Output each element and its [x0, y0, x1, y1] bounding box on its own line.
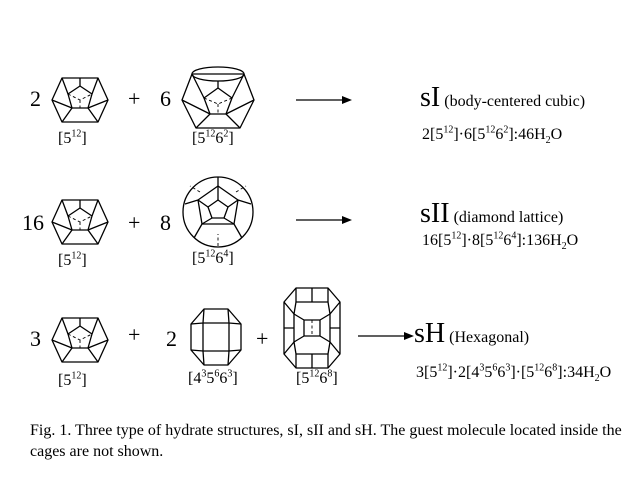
cage-label-512: [512] — [58, 250, 87, 269]
icosahedron-cage-icon — [283, 287, 341, 369]
plus-sign: + — [128, 322, 141, 347]
coefficient-6: 6 — [160, 86, 171, 111]
structure-title-sh: sH (Hexagonal) — [414, 318, 530, 349]
irregular-dodecahedron-cage-icon — [190, 308, 242, 366]
cage-label-51264: [51264] — [192, 248, 234, 267]
plus-sign: + — [256, 326, 269, 351]
pentagonal-dodecahedron-cage-icon — [51, 199, 109, 245]
coefficient-2-small-cage: 2 — [166, 326, 177, 351]
cage-label-435663: [435663] — [188, 368, 238, 387]
pentagonal-dodecahedron-cage-icon — [51, 317, 109, 363]
formula-si: 2[512]·6[51262]:46H2O — [422, 124, 563, 147]
plus-sign: + — [128, 210, 141, 235]
coefficient-8: 8 — [160, 210, 171, 235]
hexakaidecahedron-cage-icon — [182, 176, 254, 248]
coefficient-3: 3 — [30, 326, 41, 351]
plus-sign: + — [128, 86, 141, 111]
cage-label-51262: [51262] — [192, 128, 234, 147]
structure-title-sii: sII (diamond lattice) — [420, 198, 564, 229]
figure-caption: Fig. 1. Three type of hydrate structures… — [30, 422, 622, 460]
tetrakaidecahedron-cage-icon — [181, 66, 255, 129]
reaction-arrow — [358, 332, 414, 340]
reaction-arrow — [296, 96, 352, 104]
structure-title-si: sI (body-centered cubic) — [420, 82, 586, 113]
formula-sh: 3[512]·2[435663]·[51268]:34H2O — [416, 362, 612, 385]
reaction-arrow — [296, 216, 352, 224]
cage-label-512: [512] — [58, 370, 87, 389]
coefficient-16: 16 — [22, 210, 44, 235]
pentagonal-dodecahedron-cage-icon — [51, 77, 109, 123]
formula-sii: 16[512]·8[51264]:136H2O — [422, 230, 579, 253]
cage-label-51268: [51268] — [296, 368, 338, 387]
coefficient-2: 2 — [30, 86, 41, 111]
cage-label-512: [512] — [58, 128, 87, 147]
